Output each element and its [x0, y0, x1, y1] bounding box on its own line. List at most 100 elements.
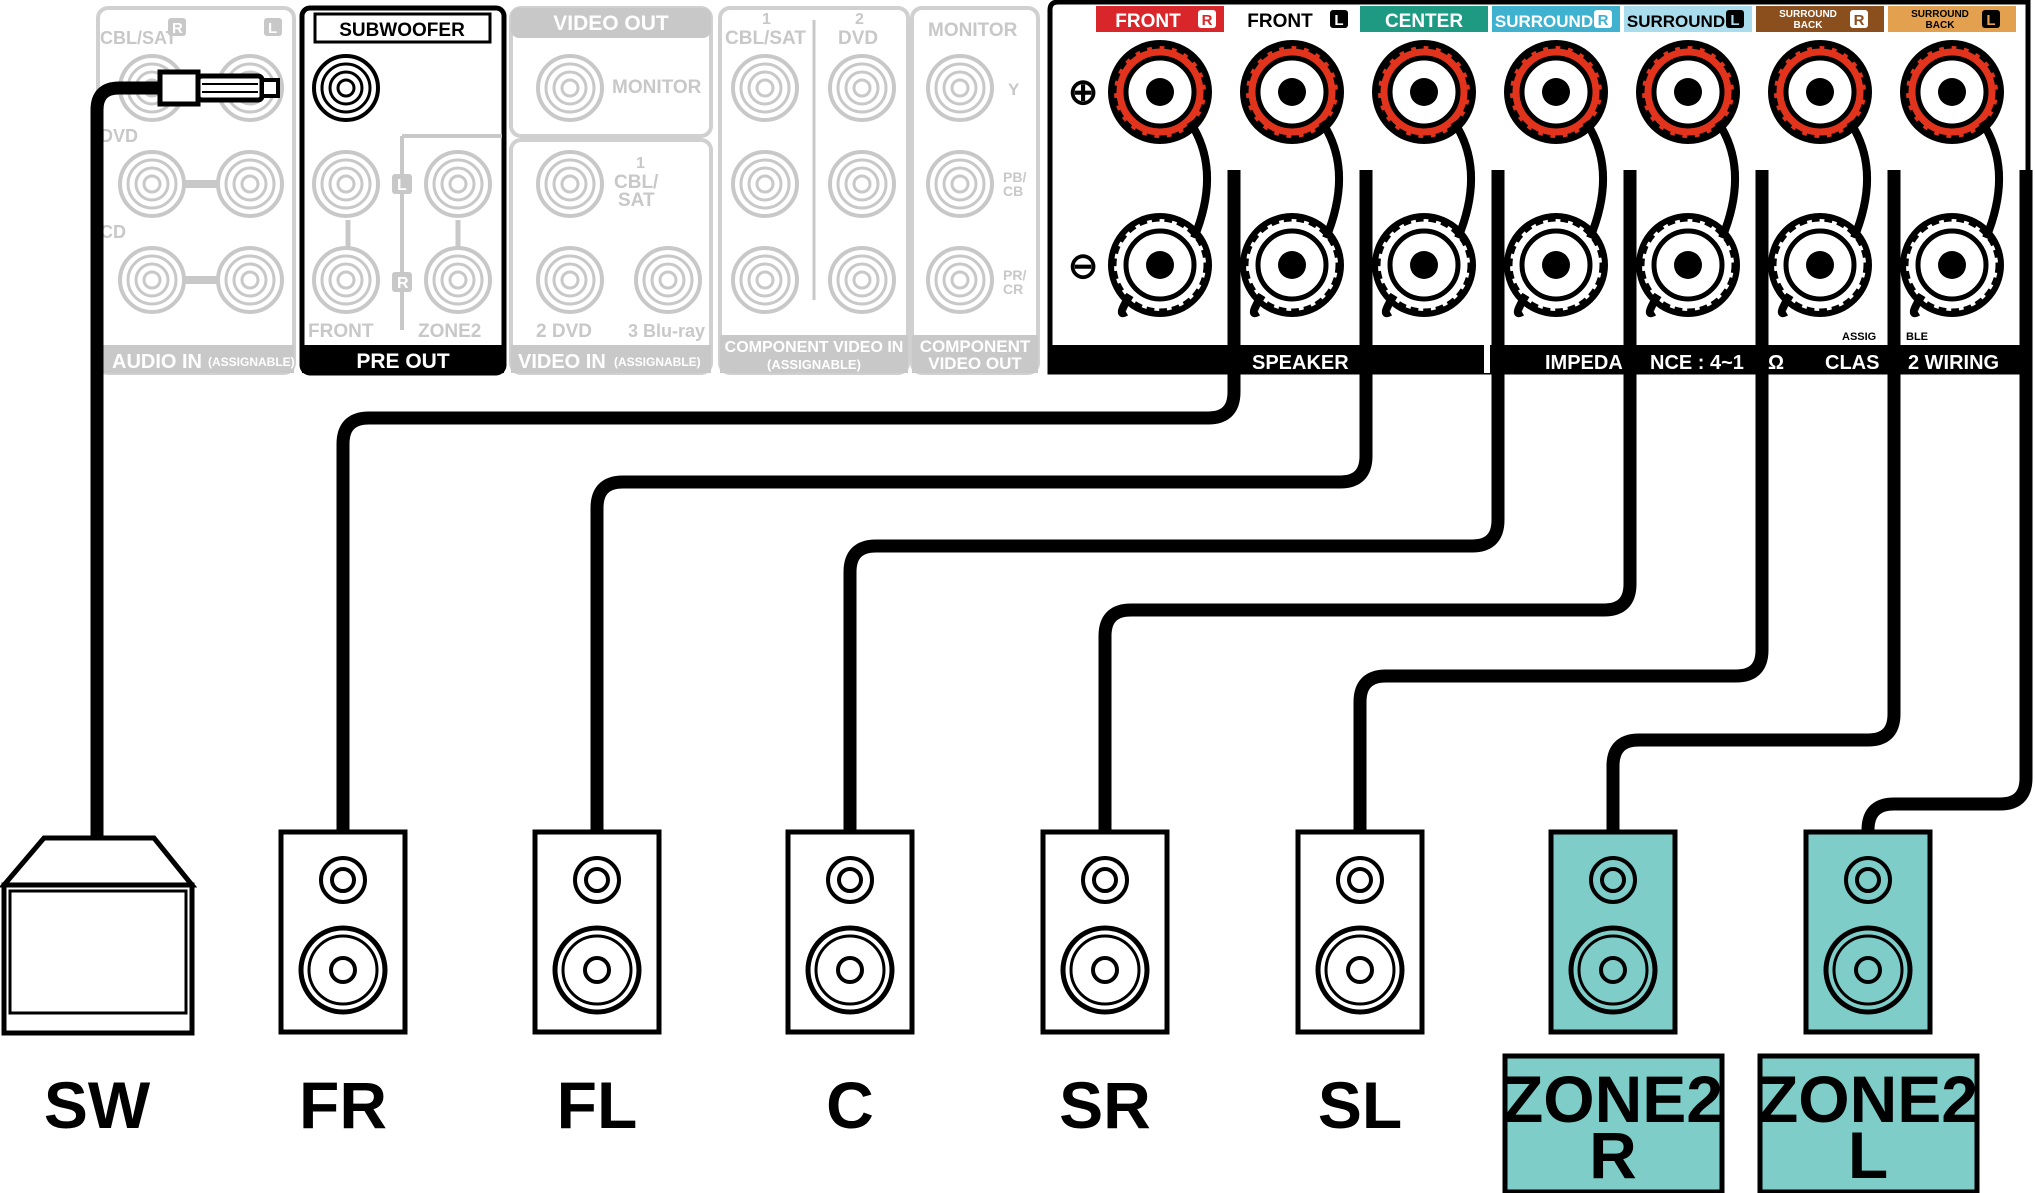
video-in-jack-3-ring-outer — [634, 246, 702, 314]
terminal-header-name-b-5: BACK — [1794, 20, 1824, 31]
component-jack-6-ring-inner — [942, 70, 978, 106]
component-jack-8-ring-outer — [926, 246, 994, 314]
speaker-label-sw: SW — [44, 1068, 151, 1142]
speaker-cable-2 — [843, 170, 1505, 838]
terminal-header-side-badge-5 — [1850, 10, 1868, 28]
speaker-cable-5 — [1606, 170, 1901, 838]
speaker-woofer-cap-sr — [1091, 956, 1119, 984]
subwoofer-panel — [8, 889, 188, 1015]
audio-in-link-1 — [184, 180, 218, 188]
speaker-label-fr: FR — [299, 1068, 387, 1142]
pre-out-label-bar — [302, 345, 504, 373]
speaker-woofer-mid-fl — [561, 934, 633, 1006]
component-jack-0 — [731, 54, 799, 122]
component-jack-8 — [926, 246, 994, 314]
binding-posts — [1108, 40, 2004, 318]
pre-out-zone2-r-ring-core — [448, 270, 468, 290]
post-pos-hole-5 — [1806, 78, 1834, 106]
speaker-row — [0, 829, 1933, 1036]
speaker-cable-6 — [1861, 170, 2033, 838]
video-in-jack-3-ring-core — [658, 270, 678, 290]
speaker-tweeter-inner-sr — [1092, 867, 1118, 893]
rca-plug-shell — [195, 73, 265, 103]
subwoofer-label: SUBWOOFER — [339, 20, 465, 41]
post-wire-pos-4 — [1714, 119, 1739, 240]
post-wire-pos-0 — [1186, 119, 1211, 240]
speaker-c — [785, 829, 915, 1035]
audio-in-jack-2-ring-outer — [118, 150, 186, 218]
video-in-jack-2-ring-mid — [544, 254, 596, 306]
zone2-r-label-line2: R — [1589, 1118, 1637, 1192]
post-wire-pos-5 — [1846, 119, 1871, 240]
video-out-label-bar — [511, 8, 711, 38]
component-jack-7 — [926, 150, 994, 218]
terminal-header-name-2: CENTER — [1385, 11, 1463, 32]
terminal-header-bg-2 — [1360, 6, 1488, 32]
component-in-label-bar — [720, 335, 908, 373]
component-jack-0-ring-core — [755, 78, 775, 98]
audio-in-l-badge — [264, 18, 282, 36]
speaker-label-sl: SL — [1318, 1068, 1402, 1142]
audio-in-jack-3-ring-core — [240, 174, 260, 194]
component-jack-6-ring-outer — [926, 54, 994, 122]
audio-in-r: R — [172, 20, 183, 37]
subwoofer-body — [1, 882, 195, 1036]
pre-out-zone2-l-ring-mid — [432, 158, 484, 210]
component-jack-8-ring-core — [950, 270, 970, 290]
post-neg-hole-6 — [1938, 251, 1966, 279]
component-jack-1-ring-mid — [739, 158, 791, 210]
audio-in-l: L — [268, 20, 277, 37]
video-jacks — [536, 54, 702, 314]
speaker-tweeter-inner-z2l — [1855, 867, 1881, 893]
speaker-cable-1 — [590, 170, 1373, 838]
video-section: VIDEO OUT MONITOR VIDEO IN (ASSIGNABLE) … — [509, 6, 713, 375]
component-jack-8-ring-inner — [942, 262, 978, 298]
terminal-header-side-badge-0 — [1198, 10, 1216, 28]
speaker-label-fl: FL — [557, 1068, 638, 1142]
video-in-sub: (ASSIGNABLE) — [614, 355, 701, 369]
pre-out-front-l-ring-core — [336, 174, 356, 194]
video-out-monitor-jack-ring-core — [560, 78, 580, 98]
audio-in-jack-3-ring-mid — [224, 158, 276, 210]
component-jack-1-ring-inner — [747, 166, 783, 202]
post-wire-neg-4 — [1645, 292, 1662, 318]
post-wire-neg-6 — [1909, 292, 1926, 318]
binding-post-negative-1 — [1240, 213, 1344, 317]
pre-out-front-r-ring-mid — [320, 254, 372, 306]
speaker-bar-speaker: SPEAKER — [1252, 352, 1349, 374]
post-pos-hole-3 — [1542, 78, 1570, 106]
post-wire-neg-1 — [1249, 292, 1266, 318]
speaker-woofer-mid-sr — [1069, 934, 1141, 1006]
audio-in-jack-5 — [216, 246, 284, 314]
component-section: COMPONENT VIDEO IN (ASSIGNABLE) 1 CBL/SA… — [718, 6, 1040, 375]
subwoofer-top — [0, 835, 198, 888]
terminal-header-name-4: SURROUND — [1627, 12, 1725, 31]
audio-in-jack-3 — [216, 150, 284, 218]
terminal-header-side-badge-1 — [1330, 10, 1348, 28]
component-jack-2-ring-core — [755, 270, 775, 290]
component-in-col2-num: 2 — [855, 11, 864, 28]
video-in-jack-3-ring-inner — [650, 262, 686, 298]
component-jack-7-ring-outer — [926, 150, 994, 218]
terminal-header-side-badge-3 — [1594, 10, 1612, 28]
audio-in-jack-3-ring-inner — [232, 166, 268, 202]
audio-in-input-dvd: DVD — [100, 126, 138, 146]
speaker-z2r — [1548, 829, 1678, 1035]
speaker-bar-wiring: 2 WIRING — [1908, 352, 1999, 374]
component-jack-5-ring-mid — [836, 254, 888, 306]
speaker-woofer-cap-fr — [329, 956, 357, 984]
video-in-jack-3-ring-mid — [642, 254, 694, 306]
rca-plug-body — [157, 69, 201, 107]
speaker-cable-0 — [336, 170, 1241, 838]
component-jack-6-ring-mid — [934, 62, 986, 114]
pre-out-zone2-r-ring-mid — [432, 254, 484, 306]
subwoofer-label-box — [313, 12, 492, 44]
post-pos-hole-1 — [1278, 78, 1306, 106]
audio-in-jack-4-ring-outer — [118, 246, 186, 314]
terminal-header-side-6: L — [1986, 12, 1995, 29]
terminal-header-side-badge-4 — [1726, 10, 1744, 28]
pre-out-r-badge — [392, 272, 412, 292]
audio-in-input-cd: CD — [100, 222, 126, 242]
component-jack-7-ring-core — [950, 174, 970, 194]
